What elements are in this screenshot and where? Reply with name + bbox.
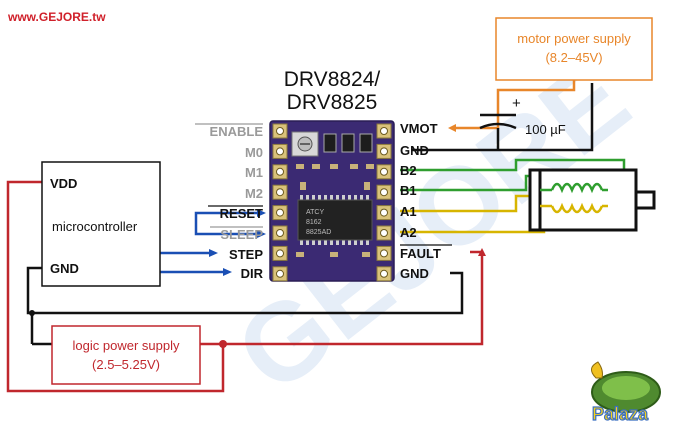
chip-leg — [300, 195, 303, 200]
chip-leg — [330, 240, 333, 245]
pin-reset-label: RESET — [220, 206, 263, 221]
right-pin-hole — [380, 208, 388, 217]
chip-leg — [336, 240, 339, 245]
left-pin-hole — [276, 249, 284, 258]
right-pin-hole — [380, 188, 388, 197]
microcontroller-box: VDD microcontroller GND — [41, 161, 161, 287]
left-pin-hole — [276, 229, 284, 237]
pin-a2-label: A2 — [400, 225, 417, 240]
motor-supply-title: motor power supply — [517, 31, 631, 46]
dir-arrowhead — [223, 268, 232, 276]
logic-supply-range: (2.5–5.25V) — [92, 357, 160, 372]
active-low-overlines — [195, 123, 452, 246]
right-pin-hole — [380, 147, 388, 156]
chip-leg — [312, 240, 315, 245]
pin-b1-label: B1 — [400, 183, 417, 198]
gnd-junction-dot — [29, 310, 35, 316]
chip-leg — [354, 240, 357, 245]
chip-leg — [330, 195, 333, 200]
pin-m1-label: M1 — [245, 165, 263, 180]
logic-junction-dot — [219, 340, 227, 348]
chip-leg — [348, 240, 351, 245]
board-title-line2: DRV8825 — [287, 91, 378, 114]
site-watermark: www.GEJORE.tw — [7, 10, 106, 24]
left-pin-hole — [276, 127, 284, 135]
vmot-arrowhead — [448, 124, 456, 132]
chip-leg — [342, 240, 345, 245]
left-pin-hole — [276, 147, 284, 156]
chip-leg — [318, 240, 321, 245]
pin-m0-label: M0 — [245, 145, 263, 160]
pin-a1-label: A1 — [400, 204, 417, 219]
chip-leg — [342, 195, 345, 200]
logic-supply-title: logic power supply — [73, 338, 180, 353]
left-pin-labels: ENABLE M0 M1 M2 RESET SLEEP STEP DIR — [210, 124, 264, 281]
palaza-logo-text: Palaza — [592, 404, 649, 424]
board-title-line1: DRV8824/ — [284, 68, 381, 91]
chip-line3: 8825AD — [306, 229, 331, 236]
chip-leg — [366, 195, 369, 200]
mcu-vdd-label: VDD — [50, 176, 77, 191]
step-dir-wires — [160, 251, 226, 274]
motor-supply-range: (8.2–45V) — [545, 50, 602, 65]
capacitor-symbol — [479, 113, 517, 150]
chip-leg — [300, 240, 303, 245]
mcu-gnd-label: GND — [50, 261, 79, 276]
chip-leg — [336, 195, 339, 200]
right-pin-labels: VMOT GND B2 B1 A1 A2 FAULT GND — [400, 121, 441, 281]
palaza-logo: Palaza — [591, 361, 661, 425]
chip-leg — [306, 240, 309, 245]
capacitor-value: 100 µF — [525, 122, 566, 137]
pin-step-label: STEP — [229, 247, 263, 262]
right-pin-hole — [380, 127, 388, 135]
fault-arrowhead — [478, 248, 486, 256]
chip-line2: 8162 — [306, 219, 322, 226]
right-pin-hole — [380, 229, 388, 237]
logic-power-supply-box: logic power supply (2.5–5.25V) — [51, 325, 201, 385]
right-pin-hole — [380, 167, 388, 176]
chip-leg — [318, 195, 321, 200]
chip-leg — [312, 195, 315, 200]
pin-fault-label: FAULT — [400, 246, 441, 261]
pin-dir-label: DIR — [241, 266, 264, 281]
pin-m2-label: M2 — [245, 186, 263, 201]
chip-leg — [348, 195, 351, 200]
pin-vmot-label: VMOT — [400, 121, 438, 136]
pin-sleep-label: SLEEP — [220, 227, 263, 242]
left-pin-hole — [276, 269, 284, 278]
reset-sleep-jumper — [194, 211, 262, 236]
chip-leg — [360, 240, 363, 245]
left-pin-hole — [276, 167, 284, 176]
chip-leg — [324, 195, 327, 200]
pin-enable-label: ENABLE — [210, 124, 264, 139]
left-pin-hole — [276, 188, 284, 197]
driver-board: ATCY 8162 8825AD — [269, 120, 395, 282]
mcu-label: microcontroller — [52, 219, 138, 234]
motor-power-supply-box: motor power supply (8.2–45V) — [495, 17, 653, 81]
pin-b2-label: B2 — [400, 163, 417, 178]
chip-leg — [360, 195, 363, 200]
pin-gnd-motor-label: GND — [400, 143, 429, 158]
capacitor-plus: + — [512, 95, 521, 112]
sleep-arrowhead — [257, 230, 266, 238]
right-pin-hole — [380, 249, 388, 258]
chip-leg — [324, 240, 327, 245]
chip-leg — [306, 195, 309, 200]
ground-wires — [26, 83, 594, 346]
stepper-motor — [528, 168, 656, 232]
left-pin-hole — [276, 208, 284, 217]
chip-leg — [366, 240, 369, 245]
reset-arrowhead — [257, 209, 266, 217]
chip-line1: ATCY — [306, 209, 324, 216]
chip-leg — [354, 195, 357, 200]
step-arrowhead — [209, 249, 218, 257]
pin-gnd-logic-label: GND — [400, 266, 429, 281]
right-pin-hole — [380, 269, 388, 278]
